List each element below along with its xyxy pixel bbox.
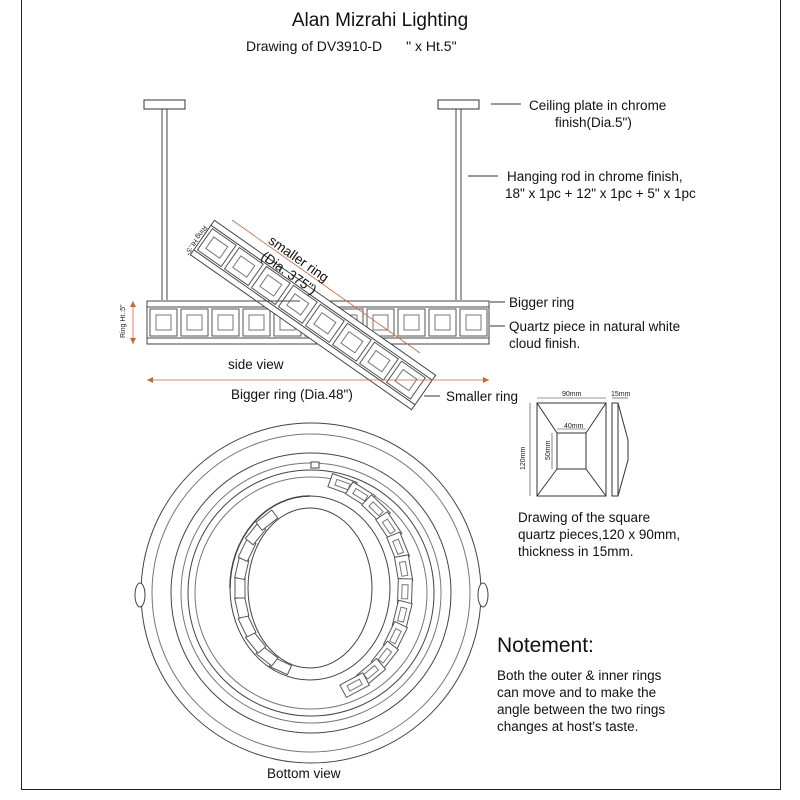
quartz-tile xyxy=(459,308,488,337)
leader-lines xyxy=(424,103,521,397)
quartz-inner-width-label: 40mm xyxy=(564,423,584,430)
notement-body: Both the outer & inner rings can move an… xyxy=(497,667,665,735)
bigger-ring-height-label: Ring Ht.:5" xyxy=(120,304,127,338)
quartz-tile xyxy=(149,308,178,337)
bottom-view xyxy=(134,422,489,764)
quartz-tile xyxy=(428,308,457,337)
callout-line: 18" x 1pc + 12" x 1pc + 5" x 1pc xyxy=(505,186,696,201)
quartz-tile xyxy=(255,509,279,531)
quartz-tile xyxy=(358,341,399,381)
quartz-tile xyxy=(393,554,414,584)
quartz-height-label: 120mm xyxy=(520,446,527,470)
callout-ceiling-plate: Ceiling plate in chrome finish(Dia.5") xyxy=(529,97,666,131)
quartz-tile xyxy=(223,246,264,287)
quartz-piece-front xyxy=(536,402,607,497)
quartz-tile xyxy=(196,227,237,268)
dimension-lines xyxy=(132,219,489,381)
quartz-tile xyxy=(211,308,240,337)
subtitle-prefix: Drawing of DV3910-D xyxy=(246,38,383,54)
note-line: can move and to make the xyxy=(497,685,657,700)
quartz-tile xyxy=(304,303,345,343)
quartz-tile xyxy=(180,308,209,337)
note-line: angle between the two rings xyxy=(497,702,666,717)
bigger-ring-dimension: Bigger ring (Dia.48") xyxy=(231,387,353,402)
quartz-tile xyxy=(234,577,246,599)
quartz-inner-height-label: 50mm xyxy=(545,440,552,460)
ceiling-plate-right xyxy=(437,99,480,110)
callout-bigger-ring: Bigger ring xyxy=(509,295,575,310)
quartz-width-label: 90mm xyxy=(562,391,582,398)
quartz-dim-lines xyxy=(529,397,628,496)
callout-line: Quartz piece in natural white xyxy=(509,319,681,334)
quartz-thickness-label: 15mm xyxy=(611,391,631,398)
quartz-tile xyxy=(250,265,291,306)
callout-line: Ceiling plate in chrome xyxy=(529,98,667,113)
quartz-caption: Drawing of the square quartz pieces,120 … xyxy=(518,509,680,560)
quartz-piece-profile xyxy=(611,402,629,497)
callout-smaller-ring: Smaller ring xyxy=(446,389,519,404)
drawing-subtitle: Drawing of DV3910-D " x Ht.5" xyxy=(246,38,457,54)
callout-line: finish(Dia.5") xyxy=(555,115,632,130)
quartz-tile xyxy=(242,308,271,337)
quartz-tile xyxy=(397,308,426,337)
hanging-rods xyxy=(161,109,462,300)
quartz-tile xyxy=(331,322,372,362)
callout-hanging-rod: Hanging rod in chrome finish, 18" x 1pc … xyxy=(505,168,696,202)
bottom-view-label: Bottom view xyxy=(267,766,341,781)
callout-line: cloud finish. xyxy=(509,336,581,351)
note-line: Both the outer & inner rings xyxy=(497,668,662,683)
quartz-tile xyxy=(277,284,318,325)
ceiling-plate-left xyxy=(143,99,186,110)
page-title: Alan Mizrahi Lighting xyxy=(291,10,469,31)
quartz-tile xyxy=(234,595,250,619)
caption-line: quartz pieces,120 x 90mm, xyxy=(518,527,681,542)
note-line: changes at host's taste. xyxy=(497,719,639,734)
notement-heading: Notement: xyxy=(497,634,594,657)
callout-line: Hanging rod in chrome finish, xyxy=(507,169,683,184)
side-view-label: side view xyxy=(228,357,284,372)
caption-line: Drawing of the square xyxy=(518,510,651,525)
callout-quartz-piece: Quartz piece in natural white cloud fini… xyxy=(509,318,680,352)
caption-line: thickness in 15mm. xyxy=(518,544,634,559)
subtitle-suffix: " x Ht.5" xyxy=(406,38,457,54)
drawing-border xyxy=(21,0,781,790)
quartz-tile xyxy=(339,672,371,699)
